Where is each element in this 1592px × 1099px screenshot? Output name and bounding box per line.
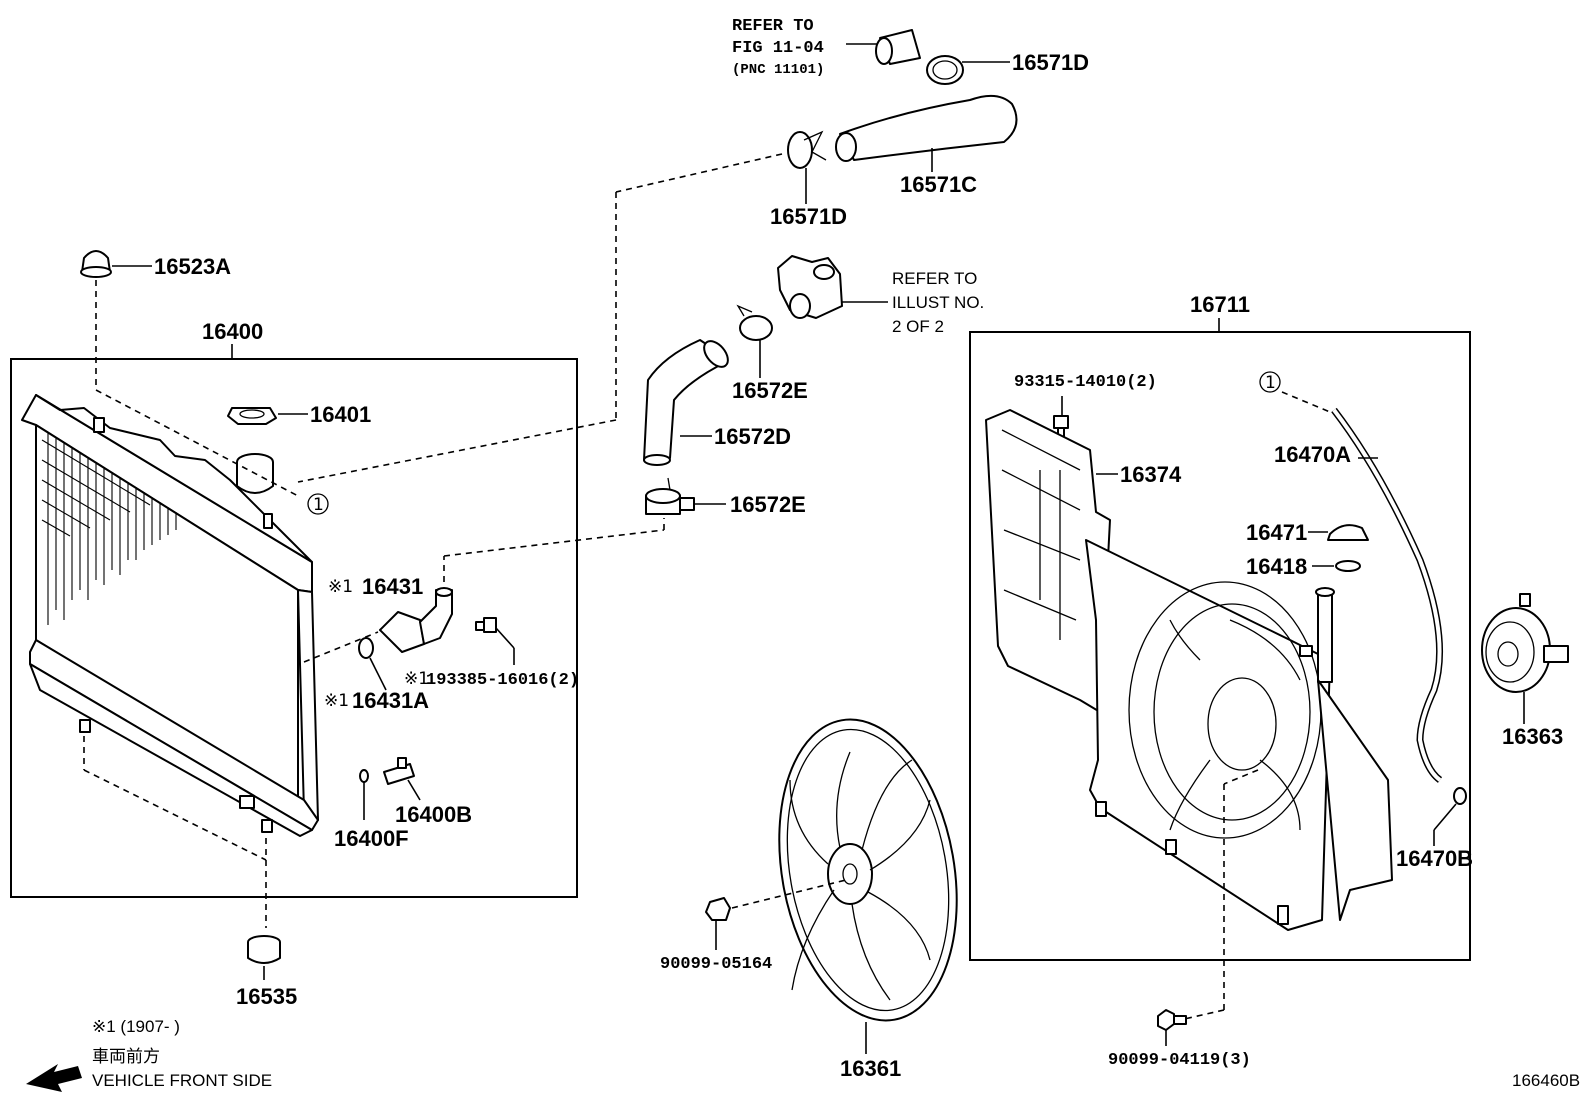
mark-16431: ※1 [328,577,353,597]
label-93315: 93315-14010(2) [1014,373,1157,392]
label-16572E-bottom: 16572E [730,492,806,517]
o-ring-16431A [358,637,374,659]
label-16363: 16363 [1502,724,1563,749]
o-ring-16400F [359,769,369,783]
lower-cushion-16535 [247,935,281,964]
bolt-193385 [475,617,497,633]
upper-cushion-16523A [80,250,112,278]
label-16400: 16400 [202,319,263,344]
label-90099-05164: 90099-05164 [660,955,772,974]
label-16400F: 16400F [334,826,409,851]
label-16571D-left: 16571D [770,204,847,229]
label-16400B: 16400B [395,802,472,827]
drain-cock-16400B [383,757,415,785]
mark-16431A: ※1 [324,691,349,711]
label-16431A: 16431A [352,688,429,713]
label-16470B: 16470B [1396,846,1473,871]
ref-illust-line3: 2 OF 2 [892,317,944,336]
clip-16470B [1453,787,1467,805]
upper-hose-16571C [839,94,1018,161]
label-16571C: 16571C [900,172,977,197]
circle-marker-1-hose-text: 1 [1265,373,1276,393]
ref-illust-line1: REFER TO [892,269,977,288]
pipe-stub [875,29,921,65]
radiator-group-box [10,358,578,898]
label-16711: 16711 [1190,292,1250,317]
ref-illust-line2: ILLUST NO. [892,293,984,312]
outlet-16431 [379,587,453,653]
vehicle-front-jp: 車両前方 [92,1047,160,1066]
footnote: ※1 (1907- ) [92,1017,180,1036]
fan-shroud [1085,539,1393,931]
vehicle-front-arrow [26,1064,82,1092]
reservoir-cap-16471 [1327,524,1369,541]
water-inlet [777,255,843,319]
label-16401: 16401 [310,402,371,427]
label-90099-04119: 90099-04119(3) [1108,1051,1251,1070]
gasket-16418 [1335,560,1361,572]
clamp-16572E-bottom [645,477,695,515]
label-16418: 16418 [1246,554,1307,579]
nut-90099-05164 [705,897,731,921]
diagram-code: 166460B [1512,1071,1580,1090]
label-16572D: 16572D [714,424,791,449]
circle-marker-1-text: 1 [313,495,324,515]
mark-193385: ※1 [404,669,429,689]
fan-shroud-group-box [969,331,1471,961]
label-16374: 16374 [1120,462,1182,487]
clamp-16571D-left [787,130,827,169]
ref-fig-line2: FIG 11-04 [732,39,824,58]
bolt-90099-04119 [1157,1009,1187,1031]
radiator-16400 [21,394,319,837]
ref-fig-line1: REFER TO [732,17,814,36]
fan-16361 [778,718,958,1022]
radiator-cap-16401 [227,407,277,425]
clamp-16571D-top [926,55,964,85]
ref-fig-line3: (PNC 11101) [732,62,824,78]
label-16535: 16535 [236,984,297,1009]
clamp-16572E-top [736,304,773,341]
label-16571D-top: 16571D [1012,50,1089,75]
label-16361: 16361 [840,1056,901,1081]
circle-marker-1-radiator [307,493,329,515]
label-16523A: 16523A [154,254,231,279]
fan-motor-16363 [1481,593,1569,693]
label-16470A: 16470A [1274,442,1351,467]
circle-marker-1-hose [1259,371,1281,393]
vehicle-front-en: VEHICLE FRONT SIDE [92,1071,272,1090]
label-16572E-top: 16572E [732,378,808,403]
label-193385: 193385-16016(2) [426,671,579,690]
label-16471: 16471 [1246,520,1307,545]
label-16431: 16431 [362,574,423,599]
